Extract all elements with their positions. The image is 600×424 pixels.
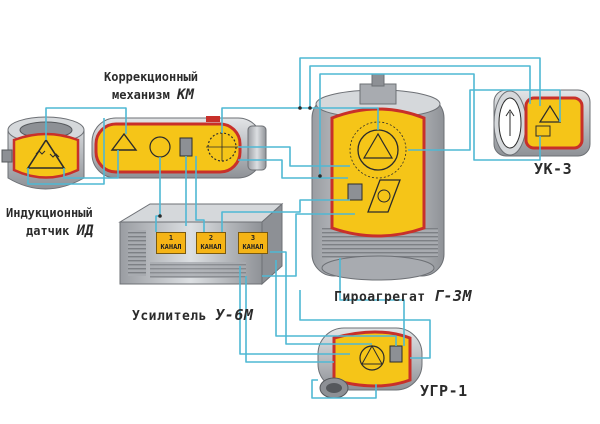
- course-indicator: [493, 89, 591, 157]
- id-code: ИД: [76, 223, 94, 239]
- km-code: КМ: [177, 87, 194, 103]
- wiring: [27, 57, 561, 399]
- amplifier-code: У-6М: [215, 306, 254, 324]
- km-label-word: механизм: [112, 88, 170, 102]
- id-label-word: датчик: [26, 224, 70, 238]
- junctions: [158, 106, 322, 218]
- correction-mechanism: [91, 116, 267, 179]
- id-label-line1: Индукционный: [6, 206, 93, 220]
- km-label-line1: Коррекционный: [104, 70, 198, 84]
- km-label-line2: механизм КМ: [112, 87, 194, 103]
- amplifier-name: Усилитель: [132, 309, 207, 324]
- uk3-label: УК-3: [534, 160, 573, 178]
- gyro-name: Гироагрегат: [334, 290, 426, 305]
- amplifier-label: Усилитель У-6М: [132, 306, 253, 324]
- id-label-line2: датчик ИД: [26, 223, 93, 239]
- gyro-label: Гироагрегат Г-3М: [334, 287, 472, 305]
- ugr1-label: УГР-1: [420, 382, 468, 400]
- remote-indicator: [317, 327, 423, 399]
- gyro-unit: [311, 73, 445, 281]
- gyro-code: Г-3М: [433, 287, 473, 305]
